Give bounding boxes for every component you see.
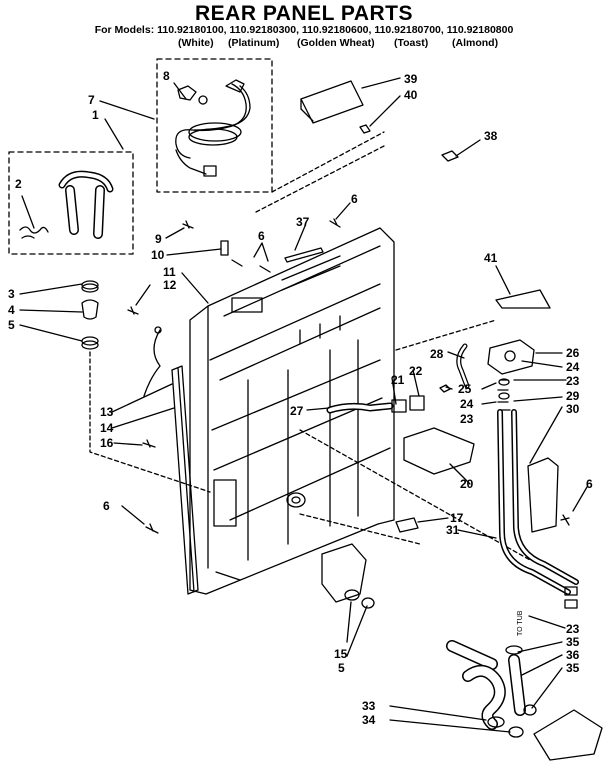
callout-39: 39: [404, 72, 418, 86]
callout-3: 3: [8, 287, 15, 301]
power-cord-box: [156, 58, 273, 193]
callout-36: 36: [566, 648, 580, 662]
callout-8: 8: [163, 69, 170, 83]
callout-26: 26: [566, 346, 580, 360]
models-line: For Models: 110.92180100, 110.92180300, …: [94, 24, 514, 36]
callout-10: 10: [151, 248, 165, 262]
callout-28: 28: [430, 347, 444, 361]
screws: [127, 218, 570, 534]
fill-tube: [326, 395, 425, 414]
callout-31: 31: [446, 523, 460, 537]
callout-21: 21: [391, 373, 405, 387]
callout-6-upper-left: 6: [258, 229, 265, 243]
callout-38: 38: [484, 129, 498, 143]
callout-11: 11: [163, 265, 176, 279]
callout-40: 40: [404, 88, 418, 102]
coupling-parts: [81, 280, 99, 350]
color-white: (White): [178, 37, 214, 49]
clip-17: [395, 517, 419, 533]
callout-24-right: 24: [566, 360, 580, 374]
callout-16: 16: [100, 436, 114, 450]
callout-14: 14: [100, 421, 114, 435]
callout-41: 41: [484, 251, 498, 265]
callout-5: 5: [8, 318, 15, 332]
color-almond: (Almond): [452, 37, 499, 49]
rear-panel-main: [189, 227, 395, 595]
callout-leaders: [19, 77, 588, 733]
callout-33: 33: [362, 699, 376, 713]
page-title: REAR PANEL PARTS: [194, 2, 414, 25]
callout-35-lower: 35: [566, 661, 580, 675]
callout-34: 34: [362, 713, 376, 727]
callout-7: 7: [88, 93, 95, 107]
color-toast: (Toast): [394, 37, 429, 49]
callout-2: 2: [15, 177, 22, 191]
callout-6-top: 6: [351, 192, 358, 206]
callout-35-upper: 35: [566, 635, 580, 649]
callout-23-left: 23: [460, 412, 474, 426]
valve-bracket: [403, 427, 475, 475]
callout-5-lower: 5: [338, 661, 345, 675]
drain-hose-part: [19, 170, 114, 239]
callout-6-lower-left: 6: [103, 499, 110, 513]
callout-20: 20: [460, 477, 474, 491]
color-platinum: (Platinum): [228, 37, 280, 49]
callout-6-right: 6: [586, 477, 593, 491]
callout-4: 4: [8, 303, 15, 317]
top-cover-parts: [255, 80, 459, 263]
water-valve-assembly: [439, 289, 551, 411]
hose-marking: TO TUB: [517, 610, 524, 636]
callout-15: 15: [334, 647, 348, 661]
callout-30: 30: [566, 402, 580, 416]
callout-23-right: 23: [566, 374, 580, 388]
callout-37: 37: [296, 215, 310, 229]
callout-1: 1: [92, 108, 99, 122]
drain-hose-kit-box: [8, 151, 134, 255]
color-golden-wheat: (Golden Wheat): [297, 37, 375, 49]
callout-9: 9: [155, 232, 162, 246]
power-cord-part: [175, 79, 251, 177]
callout-27: 27: [290, 404, 304, 418]
callout-22: 22: [409, 364, 423, 378]
drain-outlet: [321, 543, 375, 609]
side-rail: [171, 365, 199, 595]
drain-hose-assembly: [446, 640, 603, 761]
fill-hoses: [497, 409, 579, 609]
callout-23-lower: 23: [566, 622, 580, 636]
callout-17: 17: [450, 511, 464, 525]
callout-25: 25: [458, 382, 472, 396]
callout-13: 13: [100, 405, 114, 419]
hose-clip: [527, 457, 559, 533]
callout-29: 29: [566, 389, 580, 403]
callout-24-left: 24: [460, 397, 474, 411]
guide-lines: [89, 319, 531, 561]
callout-12: 12: [163, 278, 177, 292]
wire-harness: [143, 329, 161, 397]
